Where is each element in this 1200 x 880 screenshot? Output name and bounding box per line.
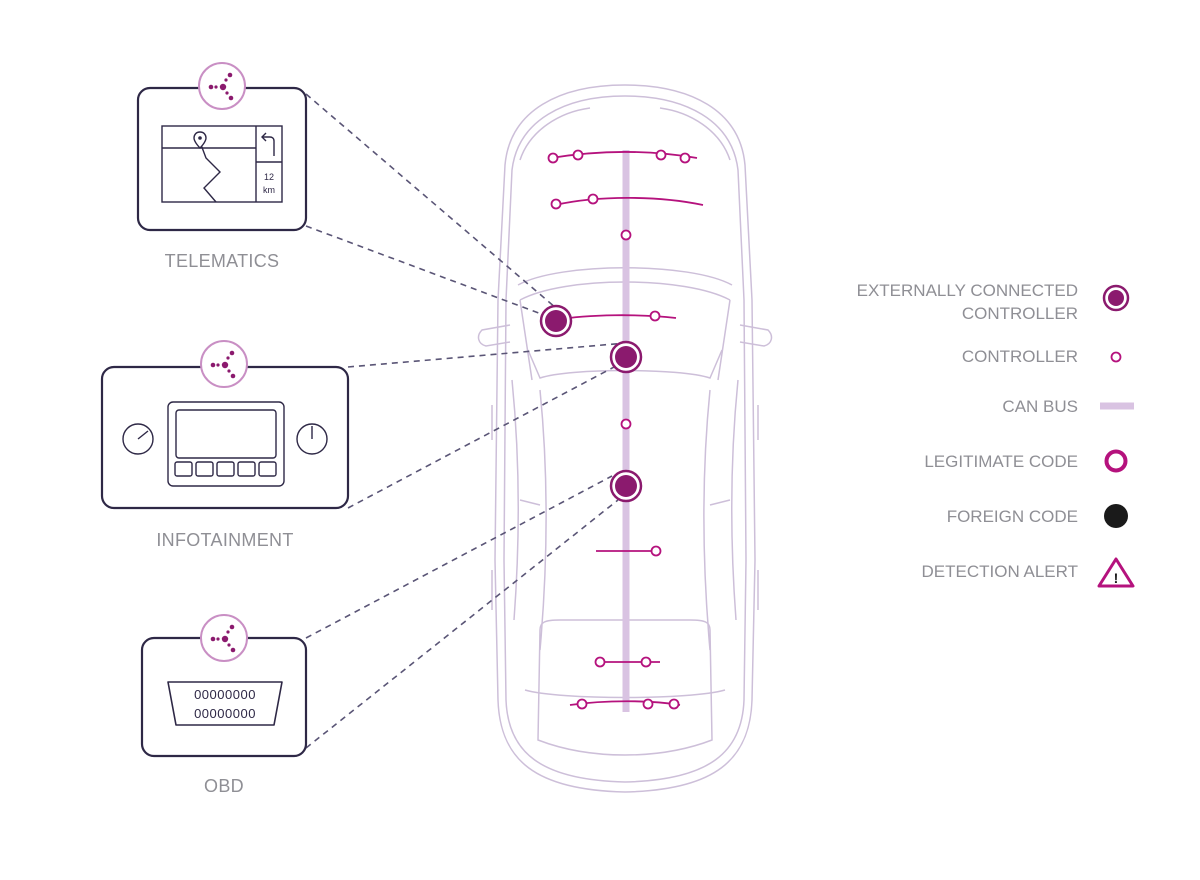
head-unit-button	[195, 461, 214, 477]
legend-label-line: FOREIGN CODE	[946, 507, 1078, 526]
legend-detection-alert: DETECTION ALERT	[922, 560, 1079, 583]
head-unit-button	[216, 461, 235, 477]
externally-connected-controller-icon	[1102, 284, 1130, 312]
legend-label-line: DETECTION ALERT	[921, 562, 1079, 581]
network-hub-icon	[208, 72, 234, 101]
controller-nodes	[547, 149, 691, 710]
controller-node	[620, 229, 632, 241]
external-controller-nodes	[539, 304, 643, 503]
leader-lines	[305, 93, 627, 749]
head-unit-button	[237, 461, 256, 477]
controller-node	[576, 698, 588, 710]
nav-screen	[161, 125, 283, 203]
controller-node	[640, 656, 652, 668]
controller-node	[550, 198, 562, 210]
distance-unit: km	[263, 185, 275, 195]
telematics-label: TELEMATICS	[164, 251, 280, 271]
turn-left-arrow-icon	[261, 132, 275, 156]
head-unit-screen	[175, 409, 277, 459]
distance-value: 12	[264, 172, 274, 182]
controller-node	[594, 656, 606, 668]
controller-node	[642, 698, 654, 710]
network-hub-icon	[210, 624, 236, 653]
controller-node	[655, 149, 667, 161]
infotainment-unit	[100, 365, 350, 510]
head-unit-button	[174, 461, 193, 477]
volume-knob-icon	[122, 423, 154, 455]
badge-telematics	[198, 62, 246, 110]
external-controller-obd	[609, 469, 643, 503]
legend-label-line: LEGITIMATE CODE	[924, 452, 1078, 471]
foreign-code-icon	[1104, 504, 1128, 528]
legend-label-line: CAN BUS	[1002, 397, 1078, 416]
controller-icon	[1110, 351, 1122, 363]
legend-label-line: CONTROLLER	[961, 304, 1078, 323]
badge-obd	[200, 614, 248, 662]
obd-pins-row-1: 00000000	[194, 687, 256, 702]
controller-node	[650, 545, 662, 557]
legend-foreign-code: FOREIGN CODE	[947, 505, 1078, 528]
legend-label-line: EXTERNALLY CONNECTED	[856, 281, 1078, 300]
network-hub-icon	[210, 350, 236, 379]
head-unit-button	[258, 461, 277, 477]
badge-infotainment	[200, 340, 248, 388]
controller-node	[620, 418, 632, 430]
obd-pins-row-2: 00000000	[194, 706, 256, 721]
obd-connector-icon	[167, 681, 283, 726]
legend-externally-connected-controller: EXTERNALLY CONNECTED CONTROLLER	[857, 279, 1078, 325]
controller-node	[649, 310, 661, 322]
map-pin-icon	[193, 131, 207, 149]
external-controller-infotainment	[609, 340, 643, 374]
obd-unit: 00000000 00000000	[140, 636, 308, 758]
svg-text:!: !	[1114, 570, 1119, 586]
legend-label-line: CONTROLLER	[961, 347, 1078, 366]
infotainment-label: INFOTAINMENT	[156, 530, 294, 550]
external-controller-telematics	[539, 304, 573, 338]
head-unit-frame	[167, 401, 285, 487]
controller-node	[547, 152, 559, 164]
legend-controller: CONTROLLER	[962, 345, 1078, 368]
tuning-knob-icon	[296, 423, 328, 455]
controller-node	[668, 698, 680, 710]
obd-label: OBD	[204, 776, 244, 796]
controller-node	[679, 152, 691, 164]
legend-can-bus: CAN BUS	[1002, 395, 1078, 418]
detection-alert-icon: !	[1097, 557, 1135, 588]
car-outline	[477, 84, 773, 793]
controller-node	[587, 193, 599, 205]
legend-legitimate-code: LEGITIMATE CODE	[924, 450, 1078, 473]
legitimate-code-icon	[1104, 449, 1128, 473]
controller-node	[572, 149, 584, 161]
